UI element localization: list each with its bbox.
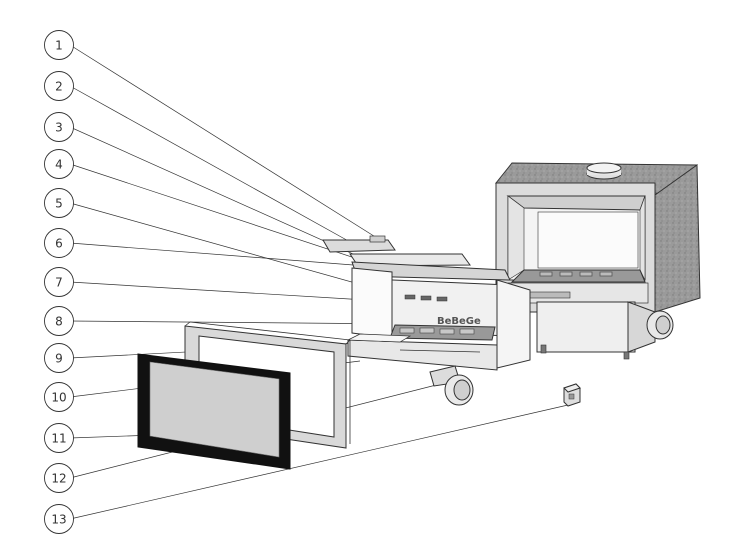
leader-line-3 — [69, 126, 363, 259]
svg-text:12: 12 — [51, 472, 66, 486]
svg-text:3: 3 — [55, 121, 63, 135]
callout-13: 13 — [44, 504, 74, 534]
firebox-shell: BeBeGe — [347, 267, 531, 371]
leader-line-6 — [69, 242, 393, 269]
glass-panel — [137, 353, 291, 470]
callout-7: 7 — [44, 267, 74, 297]
assembled-fireplace — [495, 162, 701, 360]
svg-text:2: 2 — [55, 80, 63, 94]
control-box — [563, 383, 581, 407]
leader-lines — [69, 44, 569, 520]
svg-text:5: 5 — [55, 197, 63, 211]
svg-text:11: 11 — [51, 432, 66, 446]
callout-8: 8 — [44, 306, 74, 336]
callout-1: 1 — [44, 30, 74, 60]
svg-text:6: 6 — [55, 237, 63, 251]
blower-fan — [429, 365, 474, 406]
leader-line-7 — [69, 281, 367, 301]
svg-text:13: 13 — [51, 513, 66, 527]
svg-text:10: 10 — [51, 391, 66, 405]
svg-text:8: 8 — [55, 315, 63, 329]
callout-4: 4 — [44, 149, 74, 179]
leader-line-2 — [69, 85, 353, 244]
brand-mark: BeBeGe — [437, 316, 481, 327]
callout-group: 1 2 3 4 5 6 7 8 9 10 11 12 13 — [44, 30, 74, 534]
callout-11: 11 — [44, 423, 74, 453]
leader-line-1 — [69, 44, 386, 244]
callout-9: 9 — [44, 343, 74, 373]
baffle-parts — [322, 235, 511, 281]
callout-2: 2 — [44, 71, 74, 101]
leader-line-4 — [69, 163, 371, 264]
callout-12: 12 — [44, 463, 74, 493]
callout-10: 10 — [44, 382, 74, 412]
svg-text:4: 4 — [55, 158, 63, 172]
svg-text:7: 7 — [55, 276, 63, 290]
callout-3: 3 — [44, 112, 74, 142]
svg-text:1: 1 — [55, 39, 63, 53]
callout-5: 5 — [44, 188, 74, 218]
leader-line-13 — [69, 404, 569, 520]
callout-6: 6 — [44, 228, 74, 258]
svg-text:9: 9 — [55, 352, 63, 366]
